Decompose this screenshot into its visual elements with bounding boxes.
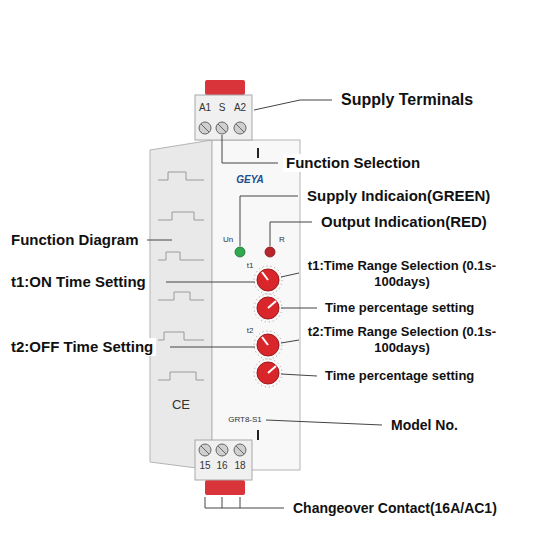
led-label: Un <box>223 235 233 245</box>
terminal-label: A1 <box>199 102 211 114</box>
leader-line <box>205 497 284 508</box>
callout-label: Time percentage setting <box>322 368 477 384</box>
brand-logo: GEYA <box>236 174 264 186</box>
dial-label: t2 <box>247 326 254 336</box>
leader-line <box>254 100 332 110</box>
screw <box>216 122 228 134</box>
dial-pointer <box>268 301 276 308</box>
terminal-label: 18 <box>234 460 245 472</box>
screw-slot <box>201 446 209 454</box>
callout-label: Supply Terminals <box>338 90 476 109</box>
leader-line <box>281 308 317 309</box>
callout-label: Function Selection <box>283 154 423 172</box>
leader-line <box>240 196 298 246</box>
terminal-label: 16 <box>216 460 227 472</box>
terminal-screws <box>199 122 246 456</box>
dial-pointer <box>268 366 276 373</box>
terminal-label: A2 <box>234 102 246 114</box>
callout-label: Model No. <box>388 417 461 434</box>
led-label: R <box>279 235 285 245</box>
leader-line <box>281 340 299 343</box>
terminal-label: 15 <box>199 460 210 472</box>
din-clip <box>205 480 245 495</box>
timing-wave <box>158 292 204 300</box>
leader-line <box>166 282 255 283</box>
callout-label: Changeover Contact(16A/AC1) <box>290 500 500 517</box>
timing-wave <box>158 172 204 180</box>
callout-label: t2:Time Range Selection (0.1s-100days) <box>304 324 500 355</box>
leader-line <box>170 347 255 348</box>
dials <box>254 266 282 387</box>
green-led <box>235 247 245 257</box>
screw-slot <box>236 124 244 132</box>
din-clip <box>205 80 245 95</box>
timing-wave <box>158 372 204 380</box>
timing-wave <box>158 252 204 260</box>
leader-line <box>266 420 382 425</box>
time-dial <box>257 362 279 384</box>
screw <box>234 444 246 456</box>
terminal-block <box>195 95 252 140</box>
dial-label: t1 <box>247 261 254 271</box>
callout-label: Function Diagram <box>8 231 142 249</box>
leader-line <box>281 374 317 376</box>
leader-line <box>147 240 172 241</box>
timing-wave <box>158 212 204 220</box>
dial-scale <box>254 359 282 387</box>
callout-label: t1:Time Range Selection (0.1s-100days) <box>304 258 500 289</box>
callout-label: Output Indication(RED) <box>318 213 490 231</box>
leader-line <box>281 273 299 277</box>
face-mark <box>257 148 259 158</box>
screw <box>216 444 228 456</box>
callout-label: Time percentage setting <box>322 300 477 316</box>
leader-line <box>222 135 278 163</box>
screw-slot <box>236 446 244 454</box>
screw-slot <box>218 124 226 132</box>
time-dial <box>257 334 279 356</box>
function-diagram <box>158 172 204 380</box>
screw-slot <box>218 446 226 454</box>
screw-slot <box>201 124 209 132</box>
dial-pointer <box>262 272 268 280</box>
screw <box>234 122 246 134</box>
dial-scale <box>254 331 282 359</box>
red-led <box>265 247 275 257</box>
face-mark <box>257 430 259 440</box>
screw <box>199 122 211 134</box>
screw <box>199 444 211 456</box>
dial-scale <box>254 266 282 294</box>
ce-mark: CE <box>172 397 190 413</box>
terminal-label: S <box>219 102 226 114</box>
callout-label: Supply Indicaion(GREEN) <box>304 187 493 205</box>
time-dial <box>257 269 279 291</box>
callout-label: t1:ON Time Setting <box>8 273 149 291</box>
dial-pointer <box>262 337 268 345</box>
callout-label: t2:OFF Time Setting <box>8 338 156 356</box>
terminal-block <box>195 440 252 480</box>
dial-scale <box>254 294 282 322</box>
leader-line <box>270 222 312 246</box>
leader-line <box>240 497 241 508</box>
timing-wave <box>158 332 204 340</box>
leader-line <box>222 497 223 508</box>
time-dial <box>257 297 279 319</box>
side-panel <box>150 140 212 470</box>
model-text: GRT8-S1 <box>228 415 262 425</box>
